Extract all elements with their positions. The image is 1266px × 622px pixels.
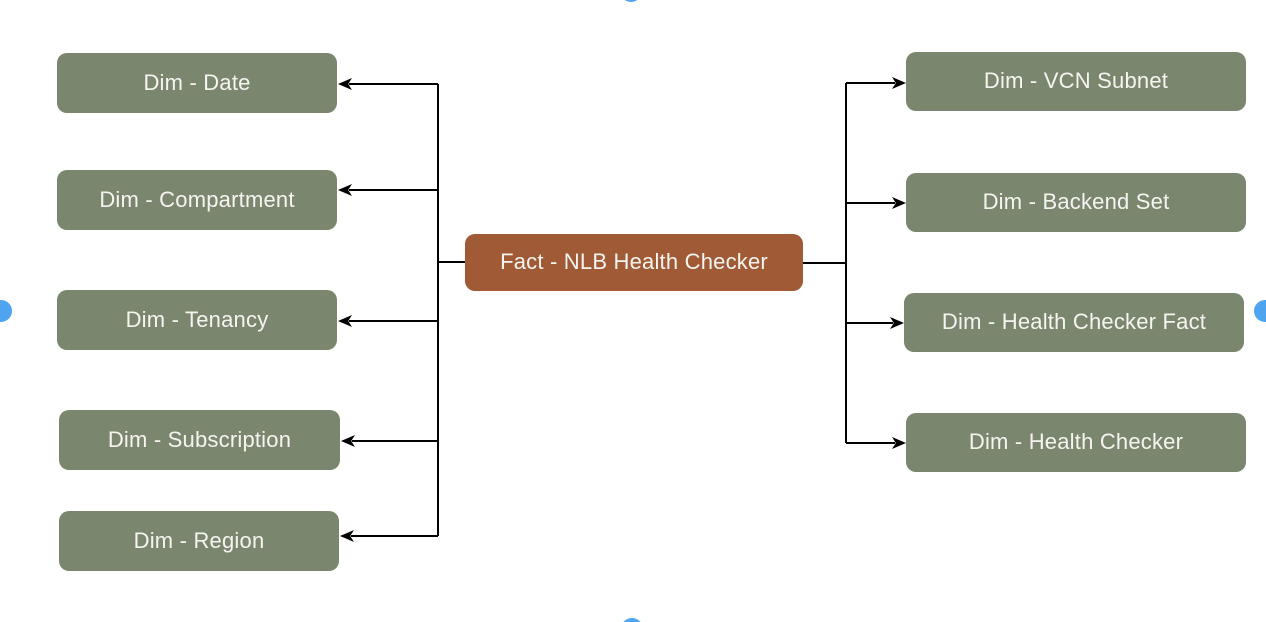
canvas-edge-handle-top[interactable] — [620, 0, 642, 2]
node-label: Dim - Tenancy — [125, 306, 269, 332]
canvas-edge-handle-bottom[interactable] — [621, 618, 643, 622]
node-dim-date[interactable]: Dim - Date — [57, 53, 337, 113]
node-label: Dim - Backend Set — [982, 189, 1170, 215]
node-label: Dim - Health Checker Fact — [941, 309, 1207, 335]
node-dim-backend-set[interactable]: Dim - Backend Set — [906, 173, 1246, 232]
node-label: Dim - VCN Subnet — [983, 68, 1169, 94]
node-dim-region[interactable]: Dim - Region — [59, 511, 339, 571]
node-dim-subscription[interactable]: Dim - Subscription — [59, 410, 340, 470]
node-dim-compartment[interactable]: Dim - Compartment — [57, 170, 337, 230]
canvas-edge-handle-left[interactable] — [0, 300, 12, 322]
node-fact-nlb-health-checker[interactable]: Fact - NLB Health Checker — [465, 234, 803, 291]
node-label: Dim - Compartment — [99, 186, 295, 212]
node-dim-health-checker[interactable]: Dim - Health Checker — [906, 413, 1246, 472]
node-label: Dim - Region — [133, 527, 265, 553]
node-dim-health-checker-fact[interactable]: Dim - Health Checker Fact — [904, 293, 1244, 352]
canvas-edge-handle-right[interactable] — [1254, 300, 1266, 322]
node-label: Dim - Date — [143, 69, 251, 95]
node-label: Dim - Subscription — [107, 426, 292, 452]
node-label: Dim - Health Checker — [968, 429, 1184, 455]
node-dim-tenancy[interactable]: Dim - Tenancy — [57, 290, 337, 350]
node-dim-vcn-subnet[interactable]: Dim - VCN Subnet — [906, 52, 1246, 111]
node-label: Fact - NLB Health Checker — [500, 249, 768, 275]
